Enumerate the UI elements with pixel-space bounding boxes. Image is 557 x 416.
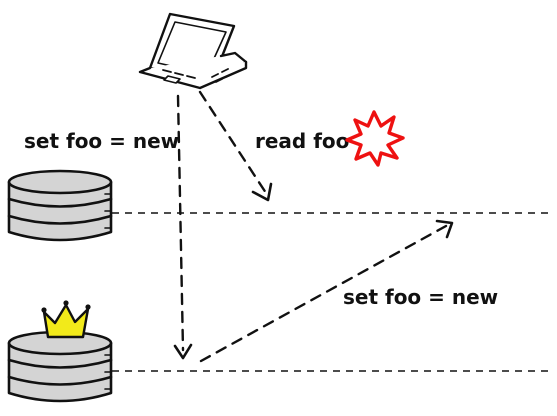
read-arrow: [198, 90, 273, 202]
database-icon: [7, 169, 113, 242]
write-arrow: [173, 94, 193, 360]
write-to-leader-label: set foo = new: [24, 129, 179, 153]
replicate-to-follower-label: set foo = new: [343, 285, 498, 309]
error-burst-icon: [345, 110, 405, 167]
replication-arrow: [199, 219, 454, 363]
laptop-icon: [138, 12, 248, 90]
read-from-follower-label: read foo: [255, 129, 349, 153]
crown-icon: [41, 300, 91, 339]
database-icon: [7, 330, 113, 403]
